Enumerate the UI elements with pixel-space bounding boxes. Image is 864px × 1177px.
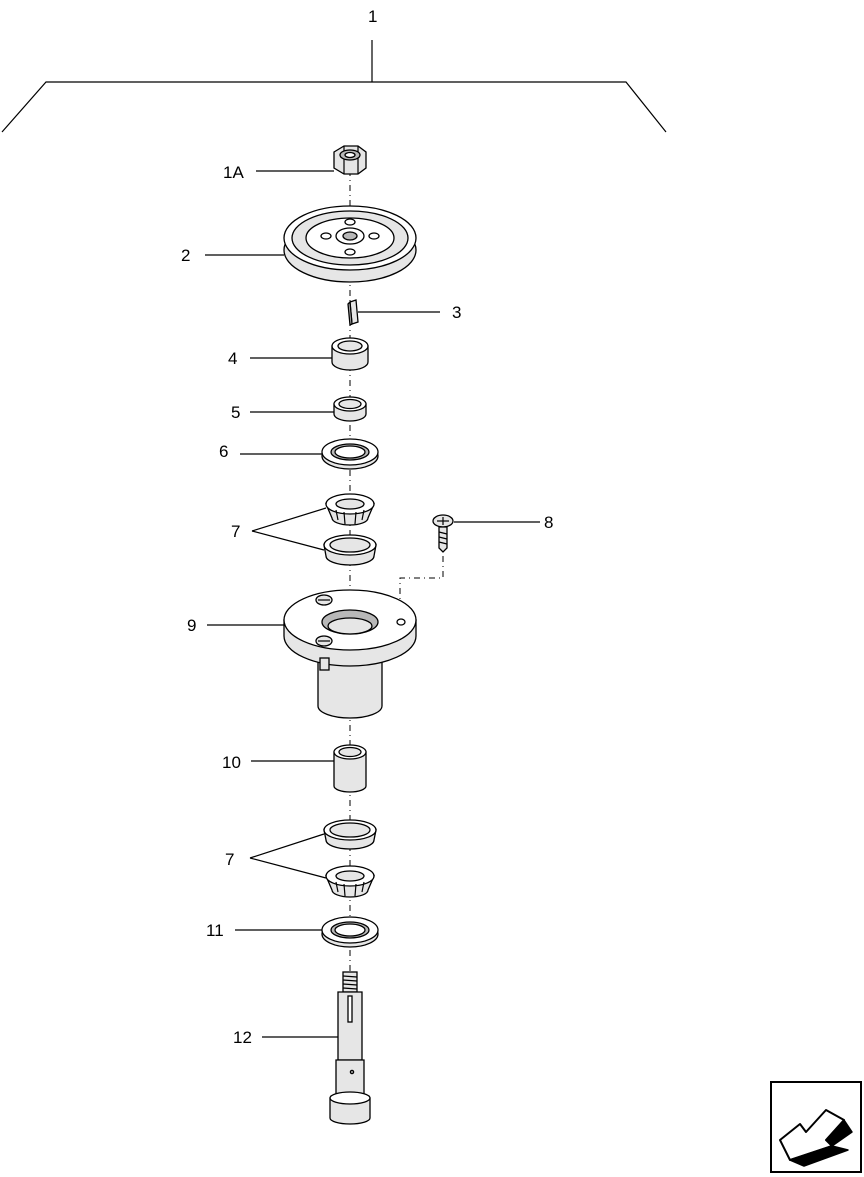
- part-4-spacer: [331, 337, 369, 371]
- part-7-upper-bearing-cone: [325, 493, 375, 526]
- part-7-lower-bearing-cone: [325, 865, 375, 898]
- part-7-lower-bearing-cup: [323, 819, 377, 850]
- callout-7-upper: 7: [231, 522, 240, 541]
- part-10-bushing: [333, 744, 367, 793]
- part-1a-nut: [333, 145, 367, 175]
- callout-4: 4: [228, 349, 237, 368]
- callout-6: 6: [219, 442, 228, 461]
- part-8-leader-dashed: [399, 556, 444, 612]
- callout-9: 9: [187, 616, 196, 635]
- part-8-screw: [432, 514, 454, 553]
- callout-8: 8: [544, 513, 553, 532]
- callout-10: 10: [222, 753, 241, 772]
- part-6-seal: [321, 438, 379, 470]
- callout-5: 5: [231, 403, 240, 422]
- callout-12: 12: [233, 1028, 252, 1047]
- part-5-sleeve: [333, 396, 367, 422]
- part-12-shaft: [329, 971, 371, 1125]
- part-7-upper-bearing-cup: [323, 534, 377, 566]
- part-9-housing: [283, 589, 417, 719]
- callout-2: 2: [181, 246, 190, 265]
- assembly-bracket: [1, 40, 667, 133]
- callout-1: 1: [368, 7, 377, 26]
- back-arrow-icon[interactable]: [770, 1081, 862, 1173]
- part-3-key: [347, 299, 359, 327]
- part-2-pulley: [283, 205, 417, 283]
- callout-1a: 1A: [223, 163, 244, 182]
- leader-lines: [205, 170, 540, 1038]
- callout-11: 11: [206, 921, 224, 940]
- callout-3: 3: [452, 303, 461, 322]
- part-11-seal: [321, 916, 379, 948]
- callout-7-lower: 7: [225, 850, 234, 869]
